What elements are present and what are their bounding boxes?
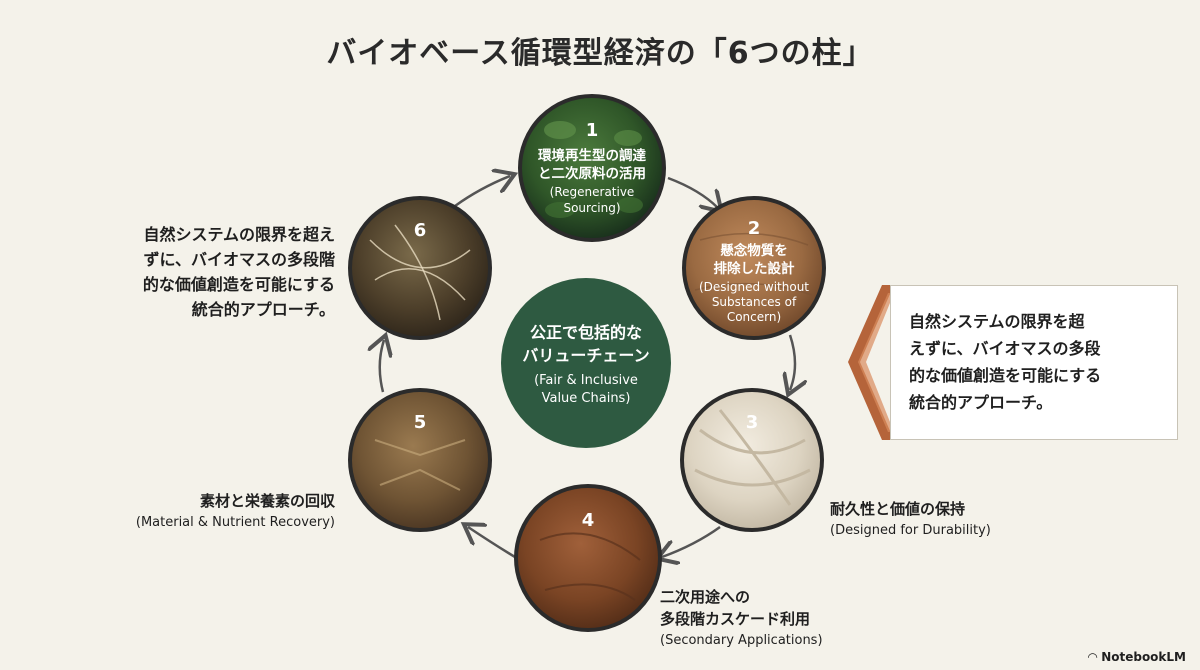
notebooklm-logo: ◠NotebookLM xyxy=(1088,650,1186,664)
pillar-3-number: 3 xyxy=(746,412,759,433)
pillar-4-label: 二次用途への 多段階カスケード利用 (Secondary Application… xyxy=(660,586,823,652)
pillar-4-node: 4 xyxy=(514,484,662,632)
pillar-2-en-line1: (Designed without xyxy=(699,280,809,294)
pillar-2-title-line1: 懸念物質を xyxy=(720,242,788,259)
pillar-2-node: 2 懸念物質を 排除した設計 (Designed without Substan… xyxy=(682,196,826,340)
pillar-6-number: 6 xyxy=(414,220,427,241)
pillar-2-en-line3: Concern) xyxy=(727,310,781,324)
callout-line4: 統合的アプローチ。 xyxy=(909,393,1053,412)
pillar-3-en: (Designed for Durability) xyxy=(830,523,991,538)
pillar-5-node: 5 xyxy=(348,388,492,532)
pillar-2-number: 2 xyxy=(748,218,761,239)
callout-line1: 自然システムの限界を超 xyxy=(909,312,1085,331)
pillar-5-title: 素材と栄養素の回収 xyxy=(199,492,335,510)
arrow-5-to-6 xyxy=(380,340,384,393)
pillar-1-en-line2: Sourcing) xyxy=(563,201,620,215)
pillar-2-en-line2: Substances of xyxy=(712,295,797,309)
page-title: バイオベース循環型経済の「6つの柱」 xyxy=(326,36,874,71)
center-en-line1: (Fair & Inclusive xyxy=(534,373,638,388)
pillar-5-label: 素材と栄養素の回収 (Material & Nutrient Recovery) xyxy=(100,490,335,534)
callout-line2: えずに、バイオマスの多段 xyxy=(909,339,1101,358)
pillar-6-desc-line2: ずに、バイオマスの多段階 xyxy=(143,250,335,269)
center-title-line2: バリューチェーン xyxy=(522,346,649,365)
arrow-2-to-3 xyxy=(790,334,795,390)
pillar-4-title-line2: 多段階カスケード利用 xyxy=(660,610,811,628)
callout-box: 自然システムの限界を超 えずに、バイオマスの多段 的な価値創造を可能にする 統合… xyxy=(890,285,1178,440)
pillar-6-desc-line3: 的な価値創造を可能にする xyxy=(142,275,335,294)
pillar-4-en: (Secondary Applications) xyxy=(660,633,823,648)
pillar-6-description: 自然システムの限界を超え ずに、バイオマスの多段階 的な価値創造を可能にする 統… xyxy=(90,222,335,322)
callout-line3: 的な価値創造を可能にする xyxy=(909,366,1102,385)
pillar-1-title-line2: と二次原料の活用 xyxy=(538,165,646,182)
pillar-4-number: 4 xyxy=(582,510,595,531)
pillar-3-node: 3 xyxy=(680,388,824,532)
pillar-2-title-line2: 排除した設計 xyxy=(714,260,795,277)
pillar-3-label: 耐久性と価値の保持 (Designed for Durability) xyxy=(830,498,991,542)
pillar-5-en: (Material & Nutrient Recovery) xyxy=(135,515,335,530)
pillar-4-title-line1: 二次用途への xyxy=(660,588,751,606)
center-en-line2: Value Chains) xyxy=(542,391,631,406)
logo-text: NotebookLM xyxy=(1101,650,1186,664)
callout-chevron xyxy=(848,285,894,440)
pillar-1-number: 1 xyxy=(586,120,599,141)
arrow-6-to-1 xyxy=(454,176,510,208)
arrow-1-to-2 xyxy=(667,176,718,208)
notebooklm-logo-icon: ◠ xyxy=(1087,650,1098,664)
pillar-3-title: 耐久性と価値の保持 xyxy=(830,500,966,518)
pillar-6-desc-line1: 自然システムの限界を超え xyxy=(143,225,335,244)
pillar-1-node: 1 環境再生型の調達 と二次原料の活用 (Regenerative Sourci… xyxy=(518,94,666,242)
pillar-6-node: 6 xyxy=(348,196,492,340)
pillar-1-en-line1: (Regenerative xyxy=(550,185,635,199)
pillar-1-title-line1: 環境再生型の調達 xyxy=(538,147,646,164)
arrow-4-to-5 xyxy=(468,527,516,559)
center-node: 公正で包括的な バリューチェーン (Fair & Inclusive Value… xyxy=(501,278,671,448)
pillar-5-number: 5 xyxy=(414,412,427,433)
center-title-line1: 公正で包括的な xyxy=(530,323,642,342)
arrow-3-to-4 xyxy=(662,525,721,557)
pillar-6-desc-line4: 統合的アプローチ。 xyxy=(191,300,335,319)
